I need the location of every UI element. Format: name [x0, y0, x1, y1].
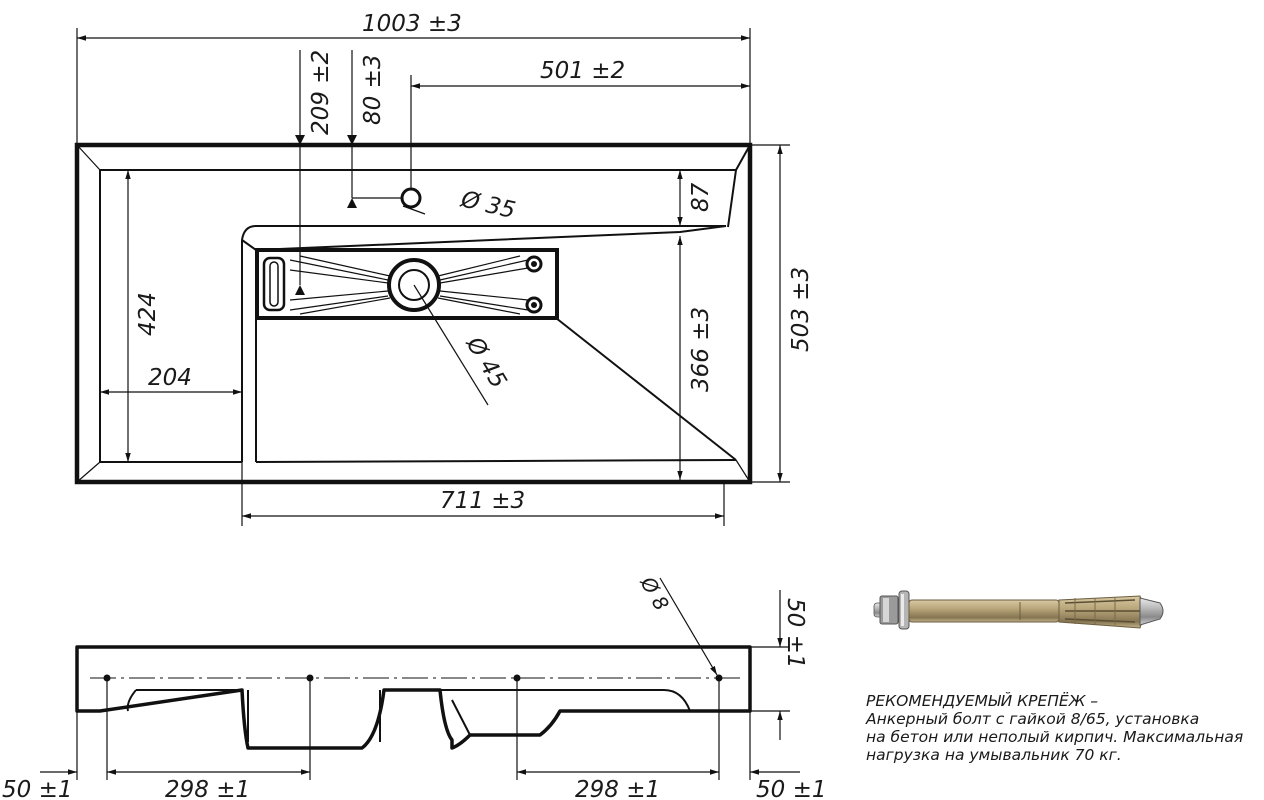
note-line-3: на бетон или неполый кирпич. Максимальна…: [866, 728, 1243, 746]
top-view: 1003 ±3 501 ±2 80 ±3 209 ±2 Ø 35 Ø 45 87…: [74, 11, 814, 526]
label-back-ledge: 87: [688, 182, 714, 212]
note-line-4: нагрузка на умывальник 70 кг.: [866, 746, 1122, 764]
rim-corners: [76, 144, 751, 483]
label-shelf-width: 204: [148, 365, 192, 391]
label-bowl-depth: 366 ±3: [688, 307, 714, 392]
side-drain: [247, 690, 471, 742]
label-left-spacing: 298 ±1: [165, 777, 250, 800]
note-line-1: РЕКОМЕНДУЕМЫЙ КРЕПЁЖ –: [866, 691, 1098, 710]
label-drain-diameter: Ø 45: [460, 332, 511, 393]
overflow-slot: [262, 256, 286, 312]
bowl-slope-top: [255, 225, 727, 251]
label-drain-from-back: 209 ±2: [308, 50, 334, 135]
label-side-height: 50 ±1: [782, 598, 808, 668]
dim-mount-hole: [659, 577, 718, 676]
label-overall-width: 1003 ±3: [362, 11, 462, 37]
label-tap-diameter: Ø 35: [458, 186, 518, 224]
label-right-spacing: 298 ±1: [575, 777, 660, 800]
bowl-front: [255, 459, 737, 463]
label-shelf-depth: 424: [135, 292, 161, 336]
label-tap-offset: 501 ±2: [540, 58, 625, 84]
label-left-margin: 50 ±1: [2, 777, 72, 800]
label-bowl-width: 711 ±3: [440, 488, 525, 514]
bowl-slope-bottom: [555, 317, 737, 461]
anchor-bolt-photo: [873, 590, 1164, 630]
label-right-margin: 50 ±1: [756, 777, 826, 800]
side-profile: [75, 645, 752, 750]
side-inner: [126, 689, 691, 712]
side-view: Ø 8 50 ±1 50 ±1 298 ±1 298 ±1 50 ±1: [2, 572, 826, 800]
label-overall-depth: 503 ±3: [788, 267, 814, 352]
label-mount-hole: Ø 8: [635, 572, 674, 615]
note-line-2: Анкерный болт с гайкой 8/65, установка: [865, 710, 1199, 728]
fastener-note: РЕКОМЕНДУЕМЫЙ КРЕПЁЖ – Анкерный болт с г…: [865, 691, 1243, 764]
drain-ribs: [289, 255, 529, 315]
label-tap-from-back: 80 ±3: [360, 55, 386, 125]
dim-drain-diameter: [413, 284, 489, 406]
tap-hole: [400, 187, 422, 209]
sink-outline: [74, 142, 753, 485]
